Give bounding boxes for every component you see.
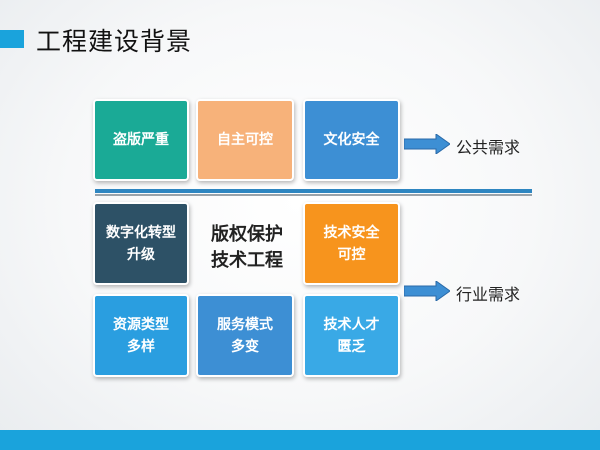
tile-service-modes: 服务模式 多变: [196, 294, 294, 377]
tile-tech-security: 技术安全 可控: [303, 202, 400, 285]
title-accent-bar: [0, 30, 24, 48]
center-project-title: 版权保护 技术工程: [211, 224, 283, 271]
public-need-label: 公共需求: [456, 138, 521, 157]
section-divider: [95, 189, 532, 193]
right-arrow-icon: [404, 134, 450, 154]
tile-self-control: 自主可控: [196, 99, 294, 181]
tile-resource-types: 资源类型 多样: [93, 294, 189, 377]
tile-digital-transformation: 数字化转型 升级: [93, 202, 189, 285]
section-divider-shadow: [95, 194, 532, 196]
footer-bar: [0, 430, 600, 450]
tile-talent-shortage: 技术人才 匮乏: [303, 294, 400, 377]
tile-culture-security: 文化安全: [303, 99, 400, 181]
industry-need-label: 行业需求: [456, 285, 521, 304]
tile-piracy: 盗版严重: [93, 99, 189, 181]
slide-title: 工程建设背景: [36, 27, 193, 56]
right-arrow-icon: [404, 281, 450, 301]
